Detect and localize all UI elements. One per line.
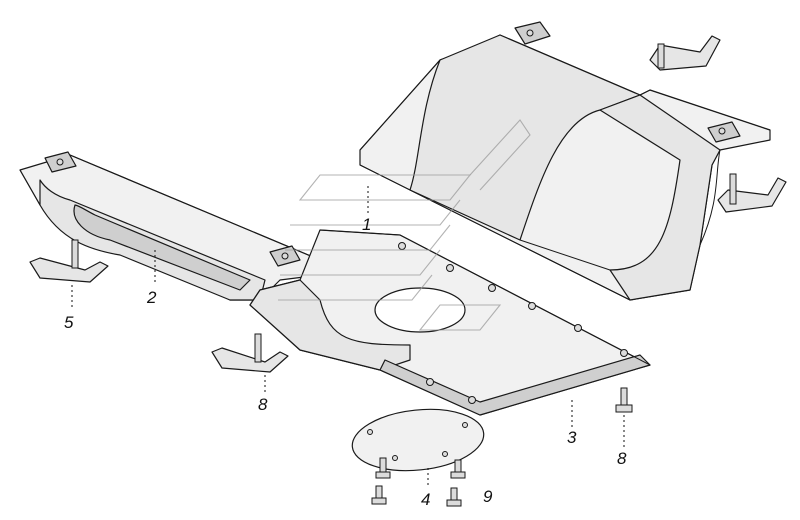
callout-4: 4	[421, 490, 430, 509]
part-2-side-panel	[19, 151, 326, 301]
callout-8-left: 8	[258, 395, 268, 414]
leader-lines	[71, 186, 625, 487]
bracket-right	[717, 173, 787, 213]
bracket-upper-right	[649, 35, 721, 71]
callout-9: 9	[483, 487, 493, 506]
part-8-bolt-right	[615, 387, 633, 413]
callout-3: 3	[567, 428, 577, 447]
part-3-floor-plate	[249, 229, 651, 416]
floor-plate-bolt-row	[398, 242, 628, 404]
callout-8-right: 8	[617, 449, 627, 468]
part-5-bracket-left	[29, 239, 109, 283]
part-1-tunnel-cover	[359, 21, 771, 301]
callout-2: 2	[146, 288, 157, 307]
part-9-bolt	[371, 457, 466, 507]
callout-5: 5	[64, 313, 74, 332]
bracket-lower-middle	[211, 333, 289, 373]
company-logo-watermark	[278, 119, 531, 331]
part-4-cover-disc	[351, 408, 485, 472]
callout-1: 1	[362, 215, 371, 234]
